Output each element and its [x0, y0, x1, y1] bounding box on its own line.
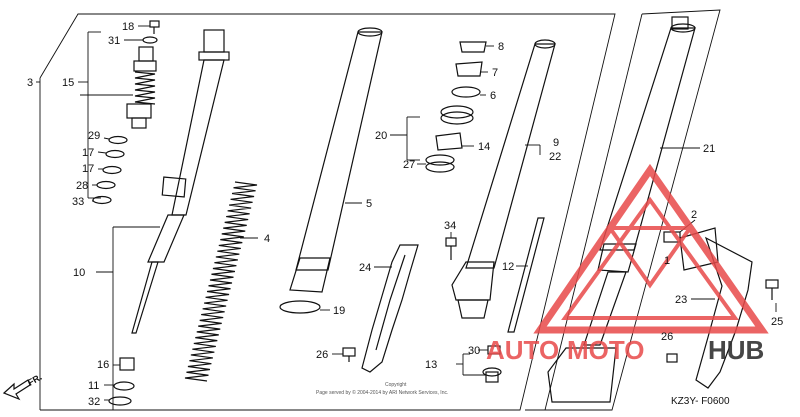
front-label: FR.: [26, 372, 44, 388]
callout-26b: 26: [661, 331, 673, 343]
stopper-ring-14: [435, 132, 463, 151]
callout-24: 24: [359, 262, 371, 274]
dust-seal-27: [425, 154, 455, 173]
callout-16: 16: [97, 359, 109, 371]
shim-17a: [105, 149, 125, 159]
callout-6: 6: [490, 90, 496, 102]
panel-frames: [39, 9, 721, 411]
callout-19: 19: [333, 305, 345, 317]
callout-26a: 26: [316, 349, 328, 361]
bolt-26b: [666, 353, 678, 363]
callout-15: 15: [62, 77, 74, 89]
fork-guard-24: [361, 244, 419, 373]
callout-8: 8: [498, 41, 504, 53]
damper-cartridge-group: [78, 20, 258, 410]
callout-10: 10: [73, 267, 85, 279]
fork-assembly-21: [547, 16, 696, 403]
callout-14: 14: [478, 141, 490, 153]
callout-1: 1: [664, 255, 670, 267]
callout-4: 4: [264, 233, 270, 245]
damper-rod-10: [131, 29, 230, 334]
callout-27: 27: [403, 159, 415, 171]
callout-18: 18: [122, 21, 134, 33]
callout-9: 9: [553, 137, 559, 149]
copyright-line-2: Page served by © 2004-2014 by ARI Networ…: [316, 389, 448, 396]
fork-spring-4: [184, 181, 258, 382]
assembled-fork-group: [547, 16, 779, 403]
copyright-line-1: Copyright: [385, 382, 407, 388]
callout-28: 28: [76, 180, 88, 192]
oring-11: [113, 381, 135, 391]
callout-33: 33: [72, 196, 84, 208]
callout-34: 34: [444, 220, 456, 232]
callout-22: 22: [549, 151, 561, 163]
callout-17a: 17: [82, 147, 94, 159]
callout-13: 13: [425, 359, 437, 371]
backup-ring-6: [451, 86, 481, 98]
callout-32: 32: [88, 396, 100, 408]
washer-29: [108, 135, 128, 145]
callout-23: 23: [675, 294, 687, 306]
rebound-adjuster-15: [126, 46, 157, 129]
callout-3: 3: [27, 77, 33, 89]
callout-11: 11: [88, 380, 99, 392]
callout-20: 20: [375, 130, 387, 142]
fork-guard-23: [695, 236, 753, 389]
watermark-text-hub: HUB: [708, 335, 764, 365]
oil-seal-20: [440, 105, 474, 125]
oring-33: [92, 195, 112, 205]
washer-28: [96, 180, 116, 190]
oring-19: [279, 300, 321, 314]
fork-slider-9: [451, 39, 556, 319]
bolt-26a: [342, 347, 356, 362]
axle-holder-13: [482, 367, 502, 383]
callout-25: 25: [771, 316, 783, 328]
callout-17b: 17: [82, 163, 94, 175]
callout-29: 29: [88, 130, 100, 142]
shim-17b: [102, 165, 122, 175]
washer-31: [142, 36, 158, 44]
bushing-7: [455, 61, 483, 77]
callout-12: 12: [502, 261, 514, 273]
bolt-25: [765, 279, 779, 300]
callout-2: 2: [691, 209, 697, 221]
plug-16: [119, 357, 135, 371]
pipe-12: [507, 217, 545, 333]
callout-5: 5: [366, 198, 372, 210]
bleed-bolt-34: [445, 237, 457, 260]
washer-32: [108, 396, 132, 406]
outer-tube-5: [289, 27, 383, 293]
autosmotohub-watermark: [533, 163, 769, 334]
outer-tube-group: [279, 27, 556, 383]
callout-31: 31: [108, 35, 120, 47]
callout-7: 7: [492, 67, 498, 79]
watermark-text-auto: AUTO: [486, 335, 559, 365]
diagram-code: KZ3Y- F0600: [671, 396, 730, 407]
callout-30: 30: [468, 345, 480, 357]
bushing-8: [459, 41, 487, 53]
front-direction-arrow: [2, 379, 31, 401]
callout-21: 21: [703, 143, 715, 155]
bolt-18: [149, 20, 160, 34]
watermark-text-moto: MOTO: [567, 335, 645, 365]
